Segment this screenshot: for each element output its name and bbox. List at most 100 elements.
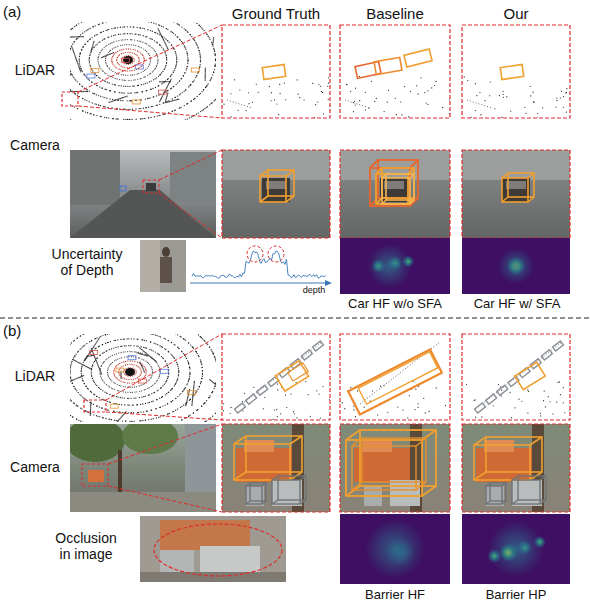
lidar-point — [76, 60, 77, 61]
lidar-point — [163, 358, 164, 359]
lidar-point — [129, 382, 130, 383]
lidar-point — [130, 360, 131, 361]
lidar-point — [119, 363, 120, 364]
lidar-point — [408, 116, 409, 117]
lidar-point — [205, 77, 206, 78]
lidar-point — [133, 26, 134, 27]
lidar-point — [141, 358, 142, 359]
lidar-point — [156, 399, 157, 400]
lidar-point — [168, 351, 169, 352]
lidar-point — [169, 101, 170, 102]
lidar-point — [161, 346, 162, 347]
lidar-point — [114, 91, 115, 92]
lidar-point — [123, 97, 124, 98]
3d-box-edge — [376, 198, 382, 204]
lidar-point — [145, 420, 146, 421]
lidar-point — [131, 70, 132, 71]
lidar-point — [175, 398, 176, 399]
lidar-point — [99, 373, 100, 374]
lidar-point — [156, 95, 157, 96]
lidar-point — [92, 26, 93, 27]
lidar-point — [145, 43, 146, 44]
lidar-point — [165, 394, 166, 395]
lidar-point — [146, 411, 147, 412]
lidar-point — [87, 40, 88, 41]
lidar-point — [94, 35, 95, 36]
lidar-point — [177, 364, 178, 365]
lidar-point — [117, 27, 118, 28]
lidar-point — [112, 101, 113, 102]
lidar-point — [96, 44, 97, 45]
lidar-point — [169, 81, 170, 82]
lidar-point — [110, 43, 111, 44]
lidar-point — [140, 404, 141, 405]
lidar-point — [176, 381, 177, 382]
lidar-point — [79, 60, 80, 61]
lidar-point — [163, 81, 164, 82]
lidar-point — [105, 63, 106, 64]
lidar-point — [170, 76, 171, 77]
lidar-point — [147, 98, 148, 99]
lidar-point — [122, 92, 123, 93]
lidar-point — [109, 378, 110, 379]
lidar-point — [133, 79, 134, 80]
lidar-point — [137, 346, 138, 347]
lidar-point — [537, 113, 538, 114]
lidar-point — [95, 348, 96, 349]
lidar-point — [141, 66, 142, 67]
lidar-point — [164, 37, 165, 38]
lidar-point — [109, 365, 110, 366]
lidar-point — [75, 353, 76, 354]
lidar-point — [104, 80, 105, 81]
lidar-point — [152, 31, 153, 32]
lidar-point — [75, 79, 76, 80]
lidar-point — [173, 22, 174, 23]
lidar-point — [81, 85, 82, 86]
lidar-point — [73, 340, 74, 341]
lidar-point — [212, 44, 213, 45]
depth-axis — [190, 282, 328, 283]
lidar-point — [111, 419, 112, 420]
zoom-photo — [340, 150, 450, 238]
lidar-point — [449, 99, 450, 100]
lidar-point — [154, 50, 155, 51]
lidar-point — [155, 51, 156, 52]
lidar-point — [74, 403, 75, 404]
lidar-point — [158, 76, 159, 77]
lidar-point — [166, 97, 167, 98]
lidar-point — [141, 396, 142, 397]
lidar-point — [98, 56, 99, 57]
lidar-point — [132, 109, 133, 110]
zoom-frame — [340, 25, 450, 118]
lidar-point — [105, 58, 106, 59]
lidar-point — [75, 56, 76, 57]
lidar-point — [188, 86, 189, 87]
lidar-point — [201, 27, 202, 28]
lidar-point — [133, 58, 134, 59]
3d-box-back — [508, 173, 534, 197]
lidar-point — [82, 110, 83, 111]
lidar-point — [328, 99, 329, 100]
lidar-point — [162, 396, 163, 397]
lidar-point — [111, 36, 112, 37]
lidar-point — [196, 75, 197, 76]
lidar-point — [117, 57, 118, 58]
lidar-point — [185, 47, 186, 48]
zoom-ground — [340, 25, 450, 118]
lidar-point — [138, 34, 139, 35]
lidar-point — [154, 32, 155, 33]
lidar-point — [128, 356, 129, 357]
lidar-point — [189, 376, 190, 377]
lidar-point — [89, 60, 90, 61]
lidar-point — [114, 383, 115, 384]
lidar-point — [120, 376, 121, 377]
lidar-point — [110, 53, 111, 54]
lidar-point — [189, 372, 190, 373]
lidar-point — [125, 52, 126, 53]
lidar-point — [112, 118, 113, 119]
lidar-point — [404, 86, 405, 87]
lidar-point — [80, 53, 81, 54]
lidar-point — [157, 33, 158, 34]
lidar-point — [185, 30, 186, 31]
lidar-point — [91, 82, 92, 83]
